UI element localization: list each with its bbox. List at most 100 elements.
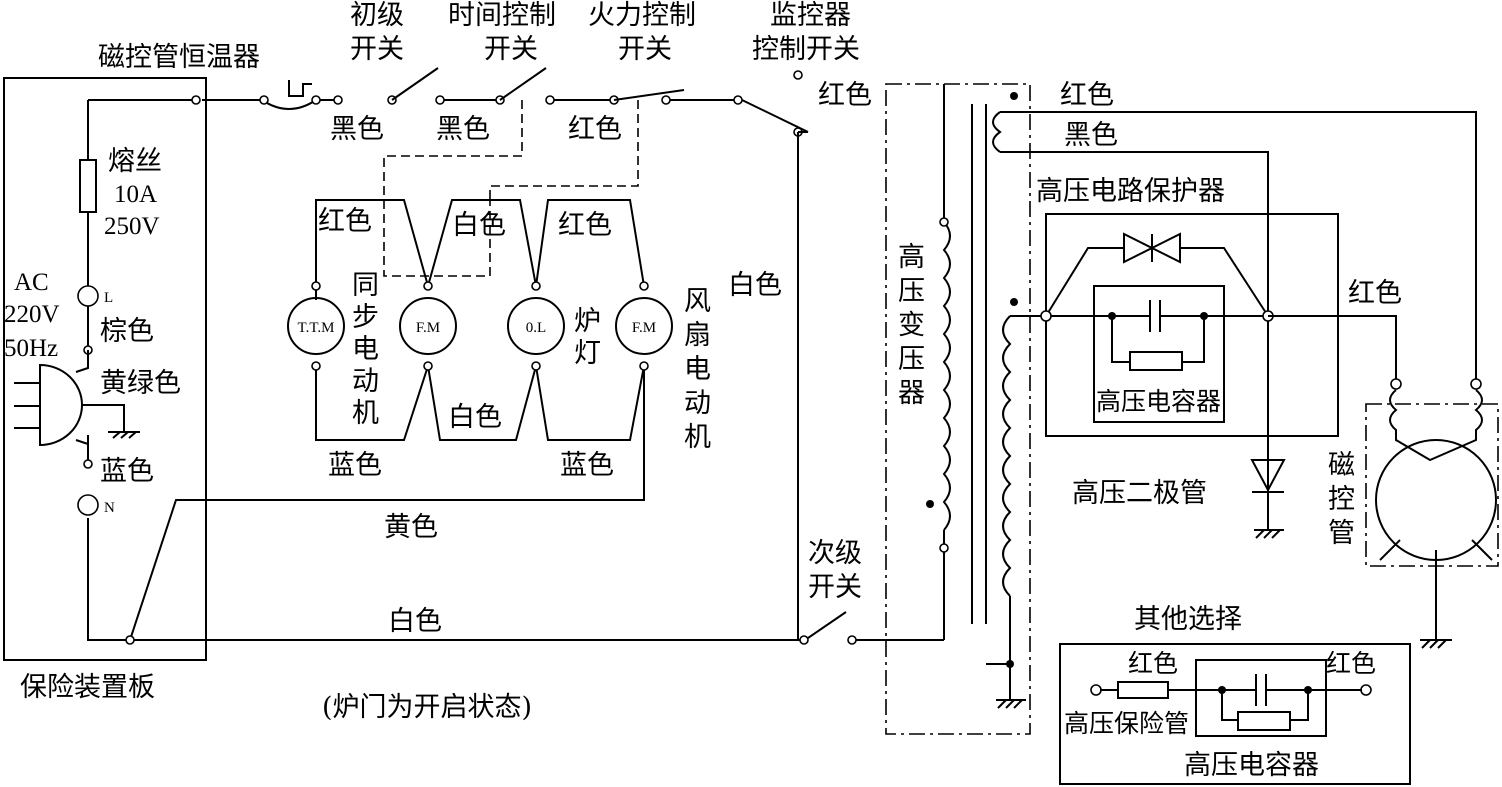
power-control-label-2: 开关	[618, 34, 672, 65]
magnetron-thermostat	[259, 80, 321, 110]
black-wire-label-2: 黑色	[436, 114, 490, 145]
secondary-switch-label-1: 次级	[808, 538, 862, 569]
fm-label: F.M	[416, 320, 440, 336]
hv-fuse-label: 高压保险管	[1064, 709, 1189, 738]
svg-text:变: 变	[898, 310, 925, 341]
other-options-box	[1059, 643, 1411, 785]
svg-text:电: 电	[352, 334, 379, 365]
fan-motor-label: 风 扇 电 动 机	[684, 286, 711, 453]
secondary-switch[interactable]	[799, 611, 944, 645]
door-open-note: (炉门为开启状态)	[322, 692, 532, 723]
blue-wire-label: 蓝色	[100, 456, 154, 487]
monitor-switch[interactable]	[670, 70, 809, 137]
terminal-l	[77, 285, 99, 307]
hv-capacitor-label-2: 高压电容器	[1184, 750, 1319, 781]
ol-label: 0.L	[526, 320, 546, 336]
terminal-n-label: N	[104, 500, 115, 516]
hv-diode	[1250, 459, 1286, 539]
svg-text:机: 机	[352, 398, 379, 429]
ttm-label: T.T.M	[298, 320, 335, 336]
svg-text:扇: 扇	[684, 320, 711, 351]
yellow-green-wire-label: 黄绿色	[100, 368, 181, 399]
red-wire-label-power: 红色	[568, 114, 622, 145]
primary-switch[interactable]	[333, 67, 439, 105]
timer-linkage	[383, 100, 523, 277]
sync-motor-label: 同 步 电 动 机	[352, 270, 379, 429]
timer-control-label-1: 时间控制	[448, 0, 556, 31]
hv-output-wire	[1268, 315, 1397, 380]
opt-red-left-label: 红色	[1128, 649, 1178, 678]
monitor-switch-label-2: 控制开关	[752, 34, 860, 65]
hv-protector	[1040, 213, 1339, 437]
red-wire-label-top: 红色	[1060, 80, 1114, 111]
power-control-label-1: 火力控制	[588, 0, 696, 31]
motor-bottom-bus	[315, 365, 645, 441]
oven-lamp: 0.L	[507, 281, 565, 371]
svg-text:动: 动	[684, 388, 711, 419]
ac-freq-label: 50Hz	[4, 335, 58, 362]
svg-text:同: 同	[352, 270, 379, 301]
blue-wire-label-bottom-1: 蓝色	[328, 450, 382, 481]
svg-text:压: 压	[898, 276, 925, 307]
svg-text:高: 高	[898, 242, 925, 273]
svg-text:步: 步	[352, 302, 379, 333]
ac-voltage-label: 220V	[4, 301, 60, 328]
fm2-label: F.M	[632, 320, 656, 336]
timer-control-label-2: 开关	[484, 34, 538, 65]
fuse-voltage-label: 250V	[104, 213, 160, 240]
svg-text:电: 电	[684, 354, 711, 385]
hv-transformer-label: 高 压 变 压 器	[898, 242, 925, 409]
fan-motor: F.M	[615, 281, 673, 371]
hv-diode-label: 高压二极管	[1072, 478, 1207, 509]
red-wire-label-right: 红色	[1348, 278, 1402, 309]
power-control-switch[interactable]	[545, 89, 685, 105]
hv-transformer	[798, 83, 1477, 735]
terminal-n	[77, 494, 99, 516]
fuse-label: 熔丝	[108, 146, 162, 177]
primary-switch-label-2: 开关	[350, 34, 404, 65]
magnetron	[1365, 378, 1499, 649]
timer-motor: T.T.M	[287, 281, 345, 371]
red-wire-label-monitor: 红色	[818, 80, 872, 111]
sync-motor: F.M	[399, 281, 457, 371]
svg-text:管: 管	[1328, 518, 1355, 549]
ac-label: AC	[14, 269, 49, 296]
protection-board-label: 保险装置板	[20, 672, 155, 703]
svg-text:动: 动	[352, 366, 379, 397]
motor-top-bus	[315, 199, 645, 300]
svg-text:压: 压	[898, 344, 925, 375]
magnetron-label: 磁 控 管	[1328, 450, 1355, 549]
blue-wire-label-bottom-2: 蓝色	[560, 450, 614, 481]
black-wire-label-top: 黑色	[1064, 120, 1118, 151]
white-wire-label-motor: 白色	[452, 210, 506, 241]
svg-text:控: 控	[1328, 484, 1355, 515]
power-linkage	[489, 100, 639, 200]
fuse-element	[79, 159, 97, 213]
hv-capacitor-label: 高压电容器	[1096, 387, 1221, 416]
brown-wire-label: 棕色	[100, 316, 154, 347]
protection-board	[3, 77, 207, 661]
black-wire-label-1: 黑色	[330, 114, 384, 145]
svg-text:机: 机	[684, 422, 711, 453]
neutral-wire	[87, 518, 800, 641]
oven-lamp-label: 炉 灯	[574, 306, 601, 369]
primary-switch-label-1: 初级	[350, 0, 404, 31]
fan-return-wire	[129, 366, 645, 641]
svg-text:灯: 灯	[574, 338, 601, 369]
magnetron-thermostat-label: 磁控管恒温器	[98, 42, 260, 73]
monitor-switch-label-1: 监控器	[770, 0, 851, 31]
svg-text:磁: 磁	[1328, 450, 1355, 481]
opt-red-right-label: 红色	[1326, 649, 1376, 678]
yellow-wire-label: 黄色	[384, 512, 438, 543]
svg-text:炉: 炉	[574, 306, 601, 337]
svg-text:器: 器	[898, 378, 925, 409]
white-wire-label-neutral: 白色	[388, 606, 442, 637]
secondary-switch-label-2: 开关	[808, 572, 862, 603]
svg-text:风: 风	[684, 286, 711, 317]
red-wire-label-motor-2: 红色	[558, 210, 612, 241]
white-wire-label-right: 白色	[728, 270, 782, 301]
other-options-label: 其他选择	[1134, 604, 1242, 635]
hv-protector-label: 高压电路保护器	[1036, 176, 1225, 207]
timer-control-switch[interactable]	[435, 67, 547, 105]
